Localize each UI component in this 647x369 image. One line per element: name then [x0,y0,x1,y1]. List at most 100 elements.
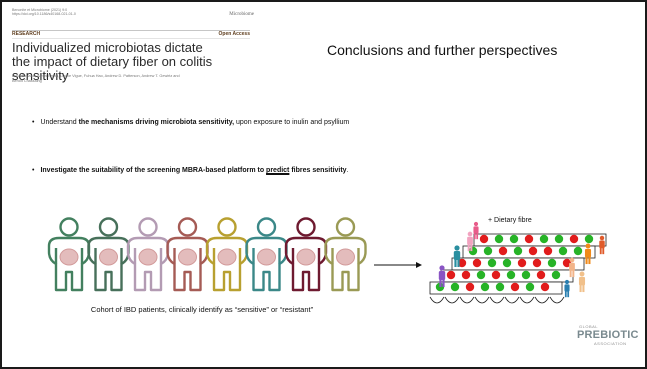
chamber-well [479,234,489,244]
bullet-text-post: upon exposure to inulin and psyllium [234,119,350,126]
chamber-well [506,270,516,280]
person-icon [584,243,592,265]
chamber-well [573,246,583,256]
chamber-well [569,234,579,244]
mbra-strip [473,233,607,247]
chamber-well [558,246,568,256]
person-icon [438,265,446,287]
mbra-strip [451,257,585,271]
chamber-well [491,270,501,280]
bullet-text-pre: Investigate the suitability of the scree… [40,167,267,174]
chamber-well [528,246,538,256]
chamber-well [487,258,497,268]
chamber-well [562,258,572,268]
bullet-text-post: fibres sensitivity [289,167,347,174]
person-icon [578,271,586,293]
gut-icon [217,248,237,266]
chamber-well [513,246,523,256]
chamber-well [532,258,542,268]
chamber-well [494,234,504,244]
gut-icon [99,248,118,266]
logo-line1: GLOBAL [579,324,599,329]
patient-figure [324,217,367,292]
patient-figure [245,217,288,292]
section-label: RESEARCH [12,31,41,37]
chamber-well [521,270,531,280]
chamber-well [472,258,482,268]
dietary-fibre-label: + Dietary fibre [488,217,532,224]
chamber-well [584,234,594,244]
bullet-predict: • Investigate the suitability of the scre… [32,167,349,174]
person-icon [599,235,605,255]
section-bar: RESEARCH Open Access [12,30,250,39]
chamber-well [524,234,534,244]
chamber-well [476,270,486,280]
mbra-strip [440,269,574,283]
chamber-well [465,282,475,292]
patient-figure [205,217,249,292]
bullet-mechanisms: • Understand the mechanisms driving micro… [32,119,349,126]
chamber-well [480,282,490,292]
chamber-well [510,282,520,292]
paper-title: Individualized microbiotas dictate the i… [12,41,262,83]
chamber-well [547,258,557,268]
patient-figure [126,217,170,292]
chamber-well [446,270,456,280]
logo-line2: PREBIOTIC [577,329,639,341]
mbra-strip [462,245,596,259]
chamber-well [468,246,478,256]
person-icon [467,231,473,252]
patient-figure [166,217,209,292]
chamber-well [536,270,546,280]
gut-icon [59,248,79,266]
gut-icon [296,248,316,266]
chamber-well [543,246,553,256]
journal-name: Microbiome [229,12,254,17]
chamber-well [498,246,508,256]
chamber-well [461,270,471,280]
chamber-well [554,234,564,244]
gut-icon [336,248,355,266]
slide-title: Conclusions and further perspectives [327,42,558,58]
chamber-well [502,258,512,268]
chamber-well [525,282,535,292]
cohort-caption: Cohort of IBD patients, clinically ident… [90,305,314,314]
mbra-strip [429,281,563,295]
gut-icon [257,248,276,266]
patient-figure [284,217,328,292]
bullet-text-bold: the mechanisms driving microbiota sensit… [78,119,235,126]
gut-icon [138,248,158,266]
chamber-well [495,282,505,292]
chamber-well [509,234,519,244]
mbra-base [429,296,565,304]
chamber-well [540,282,550,292]
person-icon [453,245,461,267]
logo-line3: ASSOCIATION [594,341,627,346]
chamber-well [517,258,527,268]
paper-title-line1: Individualized microbiotas dictate [12,40,203,55]
bullet-marker: • [32,119,35,126]
journal-citation: Benonite et Microbiome (2021) 9:0 [12,8,68,12]
open-access-label: Open Access [218,31,251,37]
global-prebiotic-association-logo: GLOBAL PREBIOTIC ASSOCIATION [577,324,639,346]
bullet-marker: • [32,167,35,174]
patient-figure [47,217,91,292]
chamber-well [539,234,549,244]
bullet-text-pre: Understand [40,119,79,126]
bullet-text-underlined: predict [266,167,290,174]
gut-icon [178,248,197,266]
paper-title-line2: the impact of dietary fiber on colitis s… [12,54,213,83]
paper-authors: Erica Bonazzi, Alexis Bretin, Lucille Vi… [12,74,212,84]
bullet-text-end: . [346,167,349,174]
journal-doi: https://doi.org/10.1186/s40168-021-01-0 [12,12,76,17]
person-icon [473,221,479,240]
authors-line2: Benoit Chassaing [12,79,42,83]
chamber-well [551,270,561,280]
authors-line1: Erica Bonazzi, Alexis Bretin, Lucille Vi… [12,74,180,78]
patient-figure [87,217,130,292]
chamber-well [457,258,467,268]
chamber-well [483,246,493,256]
